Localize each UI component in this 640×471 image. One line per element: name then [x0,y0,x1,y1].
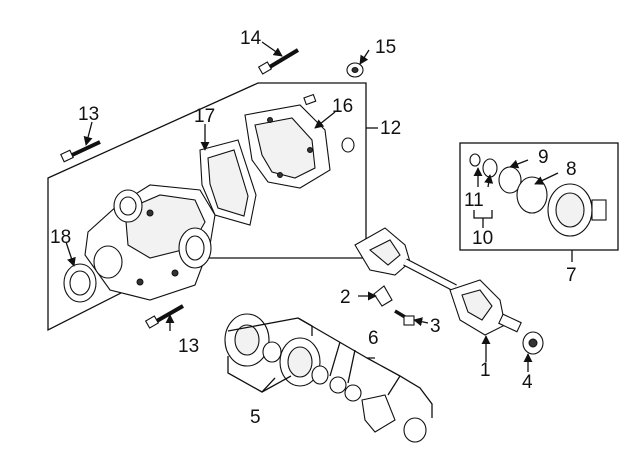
callout-3: 3 [430,316,441,337]
callout-7: 7 [566,265,577,286]
callout-lines-5-6 [227,317,433,418]
callout-5: 5 [250,407,261,428]
callout-18: 18 [50,227,71,248]
callout-15: 15 [375,37,396,58]
callout-10: 10 [472,228,493,249]
bolt-14[interactable] [257,48,300,75]
callout-8: 8 [566,159,577,180]
bolt-13-upper[interactable] [60,140,101,163]
inner-joint-boot[interactable] [279,337,329,387]
callout-6: 6 [368,328,379,349]
callout-12: 12 [380,118,401,139]
leader-lines [65,41,559,372]
differential-housing[interactable] [84,184,216,301]
callout-numbers: 13 13 14 15 16 17 12 18 9 8 11 10 7 2 3 … [50,28,577,428]
inner-joint-flange[interactable] [224,313,282,367]
bolt-3[interactable] [394,309,415,326]
axle-nut-4[interactable] [522,331,544,355]
callout-17: 17 [194,106,215,127]
callout-14: 14 [240,28,262,49]
callout-11: 11 [464,190,484,211]
cover-16[interactable] [244,104,331,189]
bracket-2[interactable] [373,285,393,307]
seal-18[interactable] [63,263,97,303]
callout-2: 2 [340,287,351,308]
joint-boot-kit[interactable] [469,153,607,237]
drain-plug[interactable] [303,93,355,153]
callout-1: 1 [480,360,491,381]
callout-4: 4 [522,372,533,393]
callout-13-upper: 13 [78,104,99,125]
boot-kit-box [459,142,619,262]
gasket-17[interactable] [199,139,257,226]
callout-16: 16 [332,96,353,117]
clamp-set[interactable] [329,376,427,443]
callout-13-lower: 13 [178,336,199,357]
callout-9: 9 [538,147,549,168]
nut-15[interactable] [346,62,364,78]
bolt-13-lower[interactable] [144,304,184,329]
axle-shaft[interactable] [354,227,522,336]
